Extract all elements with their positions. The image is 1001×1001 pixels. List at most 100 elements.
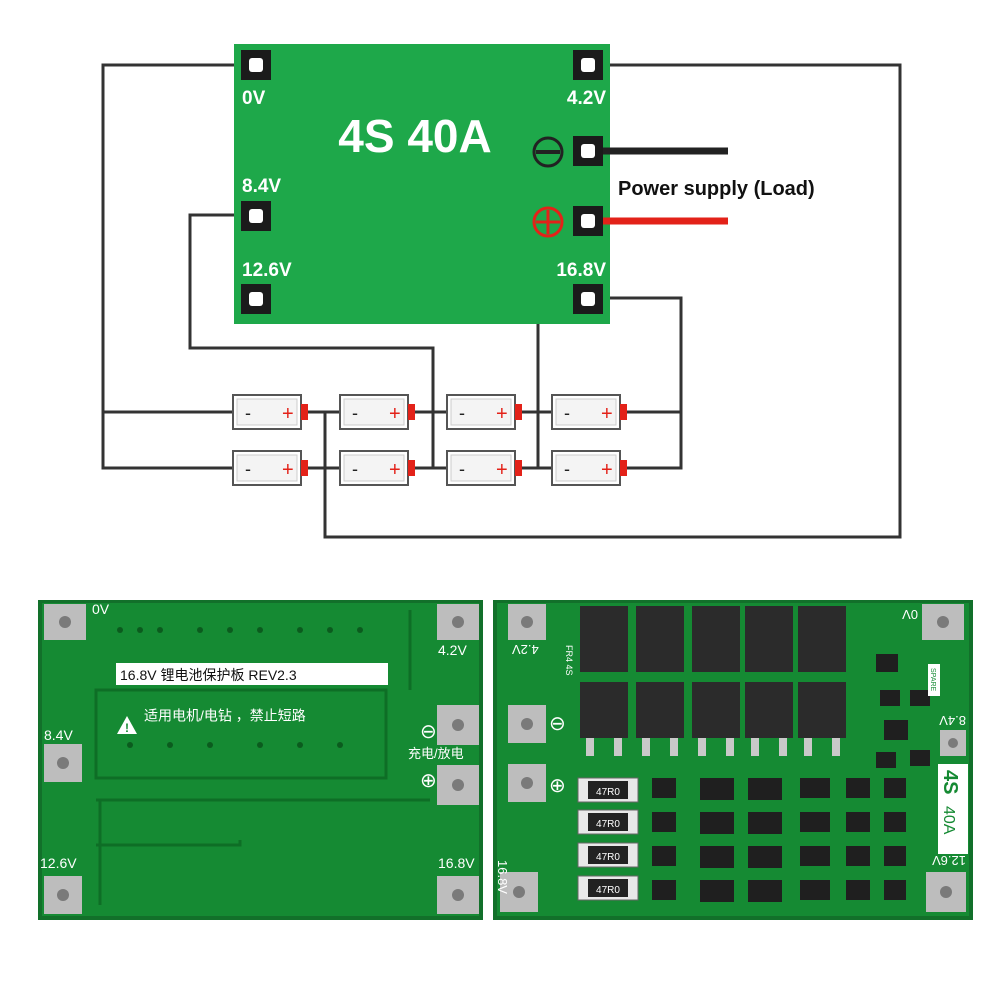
resistor-label-3: 47R0 bbox=[596, 852, 620, 863]
back-model-text: 4S bbox=[939, 770, 961, 794]
battery-cell: -+ bbox=[232, 450, 308, 486]
front-label-0v: 0V bbox=[92, 601, 110, 617]
battery-cell: -+ bbox=[232, 394, 308, 430]
label-8-4v: 8.4V bbox=[242, 176, 281, 197]
wire-16-8v bbox=[588, 296, 683, 470]
back-pad-plus bbox=[508, 764, 546, 802]
back-marking: FR4 4S bbox=[564, 645, 574, 676]
label-0v: 0V bbox=[242, 88, 266, 109]
wire-8-4v bbox=[188, 213, 435, 468]
battery-cell: -+ bbox=[446, 394, 522, 430]
front-pad-8-4v bbox=[44, 744, 82, 782]
pin-load-negative bbox=[573, 136, 603, 166]
resistor-label-1: 47R0 bbox=[596, 787, 620, 798]
cell-plus-label: + bbox=[282, 459, 294, 481]
front-pad-12-6v bbox=[44, 876, 82, 914]
label-4-2v: 4.2V bbox=[567, 88, 606, 109]
cell-minus-label: - bbox=[245, 403, 251, 423]
pin-load-positive bbox=[573, 206, 603, 236]
resistor-2 bbox=[577, 809, 639, 835]
cell-plus-label: + bbox=[496, 459, 508, 481]
front-pad-4-2v bbox=[437, 604, 479, 640]
pcb-front: 0V 4.2V 8.4V 12.6V 16.8V 16.8V 锂电池保护板 RE… bbox=[38, 600, 483, 920]
resistor-label-2: 47R0 bbox=[596, 819, 620, 830]
small-components bbox=[652, 654, 930, 902]
wire-4-2v bbox=[323, 63, 902, 539]
back-label-0v: 0V bbox=[902, 607, 918, 622]
back-pad-minus bbox=[508, 705, 546, 743]
spare-box bbox=[928, 664, 940, 696]
battery-cell: -+ bbox=[339, 394, 415, 430]
board-body bbox=[234, 44, 610, 324]
resistor-4 bbox=[577, 875, 639, 901]
resistor-3 bbox=[577, 842, 639, 868]
back-pad-16-8v bbox=[500, 872, 538, 912]
front-warning: 适用电机/电钻 ，禁止短路 bbox=[144, 707, 306, 723]
back-label-12-6v: 12.6V bbox=[932, 853, 966, 868]
back-pad-0v bbox=[922, 604, 964, 640]
plus-symbol-icon bbox=[532, 206, 564, 238]
front-pad-16-8v bbox=[437, 876, 479, 914]
cell-minus-label: - bbox=[459, 459, 465, 479]
cell-minus-label: - bbox=[564, 459, 570, 479]
back-pad-8-4v bbox=[940, 730, 966, 756]
back-pad-12-6v bbox=[926, 872, 966, 912]
front-plus: ⊕ bbox=[420, 770, 437, 792]
front-title: 16.8V 锂电池保护板 REV2.3 bbox=[120, 667, 297, 683]
cell-plus-label: + bbox=[601, 403, 613, 425]
resistor-label-4: 47R0 bbox=[596, 885, 620, 896]
back-label-16-8v: 16.8V bbox=[495, 860, 510, 894]
back-label-4-2v: 4.2V bbox=[512, 642, 539, 657]
front-label-4-2v: 4.2V bbox=[438, 642, 467, 658]
battery-cells: -+-+-+-+-+-+-+-+ bbox=[232, 394, 627, 486]
resistor-1 bbox=[577, 777, 639, 803]
back-minus: ⊖ bbox=[549, 713, 566, 735]
warning-triangle-icon: ! bbox=[117, 716, 137, 735]
cell-plus-label: + bbox=[389, 403, 401, 425]
battery-cell: -+ bbox=[551, 450, 627, 486]
minus-symbol-icon bbox=[532, 136, 564, 168]
model-box bbox=[938, 764, 968, 854]
pin-0v bbox=[241, 50, 271, 80]
schematic-board: 4S 40A 0V 4.2V bbox=[234, 44, 610, 324]
front-pad-plus bbox=[437, 765, 479, 805]
cell-plus-label: + bbox=[282, 403, 294, 425]
svg-text:!: ! bbox=[125, 721, 129, 735]
wire-0v bbox=[101, 63, 256, 470]
front-label-12-6v: 12.6V bbox=[40, 855, 77, 871]
pcb-back: 4.2V 0V 8.4V 12.6V 16.8V ⊖ ⊕ FR4 4S 47R bbox=[493, 600, 973, 920]
back-label-8-4v: 8.4V bbox=[939, 713, 966, 728]
cell-minus-label: - bbox=[352, 459, 358, 479]
pin-8-4v bbox=[241, 201, 271, 231]
label-12-6v: 12.6V bbox=[242, 260, 292, 281]
cell-plus-label: + bbox=[496, 403, 508, 425]
load-label: Power supply (Load) bbox=[618, 178, 815, 200]
front-label-16-8v: 16.8V bbox=[438, 855, 475, 871]
cell-minus-label: - bbox=[459, 403, 465, 423]
battery-cell: -+ bbox=[339, 450, 415, 486]
battery-cell: -+ bbox=[446, 450, 522, 486]
front-title-box bbox=[116, 663, 388, 685]
label-16-8v: 16.8V bbox=[556, 260, 606, 281]
cell-plus-label: + bbox=[389, 459, 401, 481]
pin-4-2v bbox=[573, 50, 603, 80]
back-current-text: 40A bbox=[940, 806, 957, 835]
pin-12-6v bbox=[241, 284, 271, 314]
front-pad-0v bbox=[44, 604, 86, 640]
front-label-8-4v: 8.4V bbox=[44, 727, 73, 743]
back-pad-4-2v bbox=[508, 604, 546, 640]
mosfet-array bbox=[580, 606, 846, 738]
front-pad-minus bbox=[437, 705, 479, 745]
front-charge-label: 充电/放电 bbox=[408, 746, 464, 761]
cell-minus-label: - bbox=[352, 403, 358, 423]
battery-cell: -+ bbox=[551, 394, 627, 430]
front-minus: ⊖ bbox=[420, 721, 437, 743]
cell-plus-label: + bbox=[601, 459, 613, 481]
back-plus: ⊕ bbox=[549, 775, 566, 797]
board-title: 4S 40A bbox=[338, 110, 491, 162]
spare-label: SPARE bbox=[929, 668, 936, 692]
cell-minus-label: - bbox=[564, 403, 570, 423]
pin-16-8v bbox=[573, 284, 603, 314]
cell-minus-label: - bbox=[245, 459, 251, 479]
